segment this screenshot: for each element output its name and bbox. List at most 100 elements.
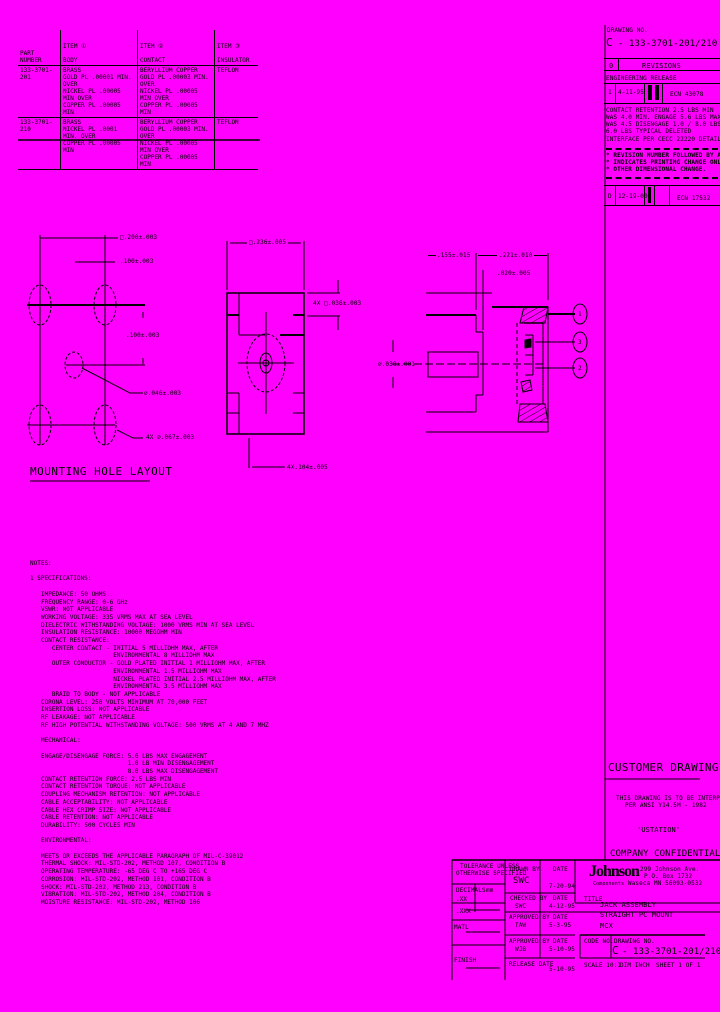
- note-line: INSULATION RESISTANCE: 10000 MEGOHM MIN: [41, 629, 182, 637]
- dim-leg: 4X.104±.005: [287, 464, 328, 471]
- dim-width: □.236±.005: [247, 239, 289, 246]
- revisions-title: REVISIONS: [642, 62, 681, 70]
- approved2-date-label: DATE: [553, 938, 568, 945]
- rev-note: WAS 4.0 MIN. ENGAGE 5.6 LBS MAX: [606, 114, 720, 121]
- note-line: CORROSION: MIL-STD-202, METHOD 101, COND…: [41, 875, 211, 883]
- note-line: ENGAGE/DISENGAGE FORCE: 5.6 LBS MAX ENGA…: [41, 752, 208, 760]
- rev2-date: 12-19-00: [618, 193, 648, 200]
- mechanical-title: MECHANICAL:: [41, 737, 81, 745]
- note-line: WORKING VOLTAGE: 335 VRMS MAX AT SEA LEV…: [41, 613, 193, 621]
- note-line: COUPLING MECHANISM RETENTION: NOT APPLIC…: [41, 791, 200, 799]
- approved1-value: TAW: [515, 922, 527, 929]
- balloon-label: 2: [578, 365, 582, 372]
- note-line: MOISTURE RESISTANCE: MIL-STD-202, METHOD…: [41, 898, 200, 906]
- dim-c: .020±.005: [497, 270, 531, 277]
- dim-corner-holes: 4X ⌀.067±.003: [146, 434, 195, 441]
- approved1-label: APPROVED BY: [509, 914, 550, 921]
- drawn-by-label: DRAWN BY: [510, 866, 540, 873]
- note-line: CABLE ACCEPTABILITY: NOT APPLICABLE: [41, 798, 168, 806]
- note-line: VSWR: NOT APPLICABLE: [41, 606, 114, 614]
- rev-note: 6.0 LBS TYPICAL DELETED: [606, 128, 692, 135]
- notes-section1: 1 SPECIFICATIONS:: [30, 575, 92, 583]
- title-line: JACK ASSEMBLY: [600, 901, 657, 909]
- note-line: SHOCK: MIL-STD-202, METHOD 213, CONDITIO…: [41, 883, 197, 891]
- rev-col: 0: [609, 62, 614, 70]
- bottom-view-drawing: [226, 241, 340, 468]
- note-line: INSERTION LOSS: NOT APPLICABLE: [41, 706, 150, 714]
- rev-note: INTERFACE PER CECC 22220 DETAIL: [606, 136, 720, 143]
- drawing-no-label: DRAWING NO.: [607, 27, 648, 34]
- balloon-label: 1: [578, 311, 582, 318]
- balloon-2: [572, 357, 588, 379]
- dim-offset: .100±.003: [120, 258, 154, 265]
- note-line: DIELECTRIC WITHSTANDING VOLTAGE: 1000 VR…: [41, 621, 255, 629]
- balloon-label: 3: [578, 339, 582, 346]
- balloon-1: [572, 303, 588, 325]
- drawn-by-value: SWC: [513, 876, 530, 886]
- approved2-label: APPROVED BY: [509, 938, 550, 945]
- note-line: 1.0 LB MIN DISENGAGEMENT: [41, 760, 215, 768]
- dim-pin: ⌀.038±.001: [378, 361, 416, 368]
- environmental-title: ENVIRONMENTAL:: [41, 837, 92, 845]
- note-line: CORONA LEVEL: 250 VOLTS MINIMUM AT 70,00…: [41, 698, 208, 706]
- side-view-drawing: [392, 253, 575, 433]
- balloon-3: [572, 331, 588, 353]
- bom-cell-part-number: 133-3701-201: [18, 65, 61, 118]
- note-line: 8.0 LBS MAX DISENGAGEMENT: [41, 767, 219, 775]
- confidential-label: COMPANY CONFIDENTIAL: [610, 849, 720, 859]
- address-line: P.O. Box 1732: [644, 873, 693, 880]
- notes-section: NOTES: 1 SPECIFICATIONS: IMPEDANCE: 50 O…: [30, 560, 276, 907]
- title-label: TITLE: [584, 896, 603, 903]
- approved2-date-value: 5-10-95: [549, 946, 575, 953]
- bom-cell-insulator: TEFLON: [214, 117, 258, 170]
- note-line: CABLE RETENTION: NOT APPLICABLE: [41, 814, 153, 822]
- note-line: CABLE HEX CRIMP SIZE: NOT APPLICABLE: [41, 806, 172, 814]
- mounting-hole-title: MOUNTING HOLE LAYOUT: [30, 465, 173, 478]
- legend-note: * INDICATES PRINTING CHANGE ONLY;: [606, 159, 720, 166]
- release-date-label: RELEASE DATE: [509, 961, 554, 968]
- approved2-value: WJB: [515, 946, 527, 953]
- bom-table: PART NUMBER ITEM ① BODY ITEM ② CONTACT I…: [18, 30, 258, 170]
- tolerance-label: TOLERANCE UNLESS: [460, 863, 520, 870]
- dim-b: .221±.010: [497, 252, 535, 259]
- note-line: OUTER CONDUCTOR - GOLD PLATED INITIAL 1 …: [41, 660, 265, 668]
- rev1-number: 1: [608, 89, 612, 96]
- interpret-line-1: THIS DRAWING IS TO BE INTERPRETED: [616, 795, 720, 802]
- note-line: CONTACT RESISTANCE:: [41, 637, 110, 645]
- interpret-line-2: PER ANSI Y14.5M - 1982: [625, 802, 707, 809]
- company-sub: Components: [593, 881, 625, 887]
- checked-date-value: 4-12-95: [549, 903, 575, 910]
- note-line: CONTACT RETENTION FORCE: 2.5 LBS MIN: [41, 775, 172, 783]
- title-line: MCX: [600, 922, 613, 930]
- company-name: Johnson: [589, 863, 640, 880]
- note-line: MEETS OR EXCEEDS THE APPLICABLE PARAGRAP…: [41, 852, 244, 860]
- address-line: Waseca MN 56093-0532: [628, 880, 703, 887]
- legend-note: * OTHER DIMENSIONAL CHANGE.: [606, 166, 707, 173]
- finish-label: FINISH: [454, 957, 477, 964]
- code-no-label: CODE NO.: [584, 938, 614, 945]
- drawn-date-label: DATE: [553, 866, 568, 873]
- drawing-size: C: [612, 944, 619, 957]
- note-line: ENVIRONMENTAL 1.5 MILLIOHM MAX: [41, 667, 222, 675]
- section-hatching: [517, 306, 549, 423]
- note-line: CENTER CONTACT - INITIAL 5 MILLIOHM MAX,…: [41, 644, 219, 652]
- mm-label: mm: [486, 887, 494, 894]
- notes-title: NOTES:: [30, 560, 52, 567]
- note-line: IMPEDANCE: 50 OHMS: [41, 590, 107, 598]
- dim-a: .155±.015: [437, 252, 471, 259]
- note-line: ENVIRONMENTAL 8 MILLIOHM MAX: [41, 652, 215, 660]
- xxx-label: .XXX: [456, 908, 471, 915]
- bom-header-insulator: ITEM ③ INSULATOR: [214, 30, 258, 66]
- checked-by-label: CHECKED BY: [510, 895, 548, 902]
- mounting-hole-layout-drawing: [27, 235, 150, 482]
- release-date-value: 5-10-95: [549, 966, 575, 973]
- bom-header-body: ITEM ① BODY: [60, 30, 138, 66]
- station-label: 'USTATION': [637, 826, 681, 834]
- decimals-label: DECIMALS: [456, 887, 486, 894]
- note-line: RF HIGH POTENTIAL WITHSTANDING VOLTAGE: …: [41, 721, 269, 729]
- rev1-ecn: ECN 43078: [670, 91, 704, 98]
